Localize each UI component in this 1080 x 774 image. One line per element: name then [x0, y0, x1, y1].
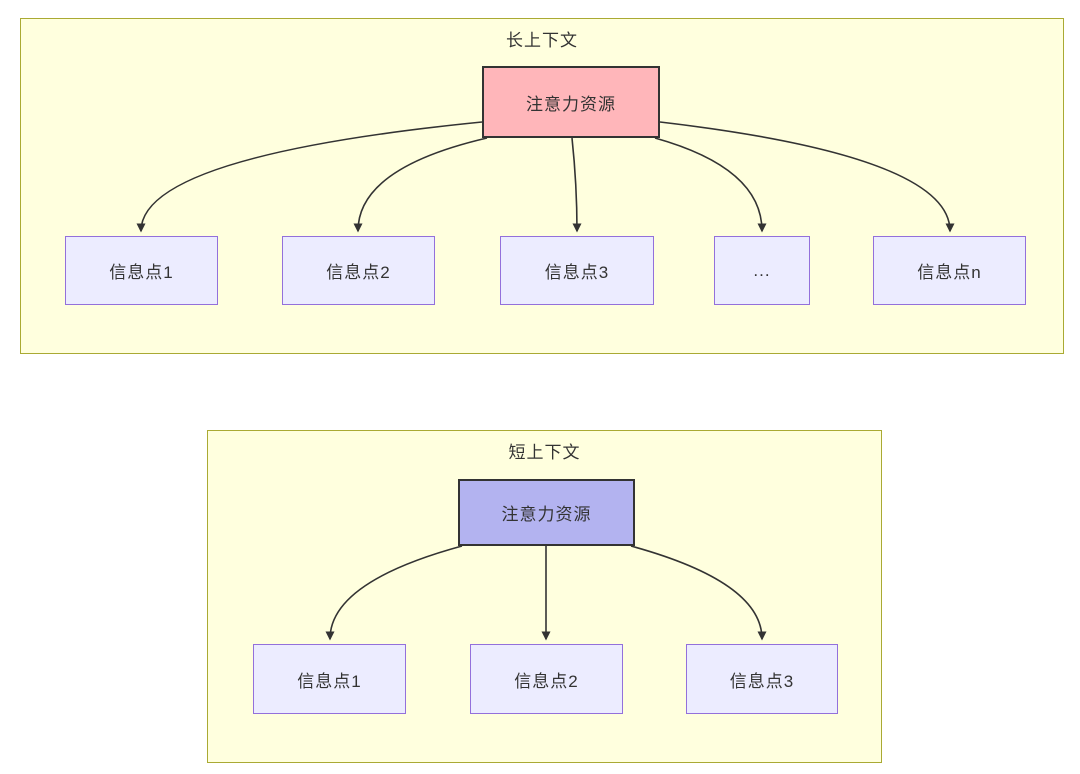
long-info-node-1: 信息点1	[65, 236, 218, 305]
long-attention-node: 注意力资源	[482, 66, 660, 138]
short-info-node-2: 信息点2	[470, 644, 623, 714]
short-attention-node: 注意力资源	[458, 479, 635, 546]
long-info-node-2: 信息点2	[282, 236, 435, 305]
short-info-node-3: 信息点3	[686, 644, 838, 714]
long-info-node-ellipsis: ...	[714, 236, 810, 305]
short-context-title: 短上下文	[508, 443, 581, 462]
long-info-node-3: 信息点3	[500, 236, 654, 305]
long-context-title: 长上下文	[506, 31, 578, 50]
short-info-node-1: 信息点1	[253, 644, 406, 714]
long-info-node-n: 信息点n	[873, 236, 1026, 305]
